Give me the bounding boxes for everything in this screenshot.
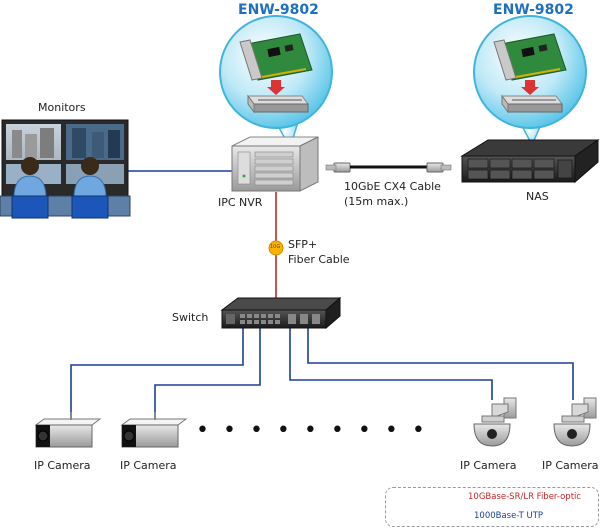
cx4-cable-label-line1: 10GbE CX4 Cable — [344, 180, 441, 193]
nic-bubble-left — [219, 15, 333, 150]
switch-label: Switch — [172, 311, 209, 324]
product-title-left: ENW-9802 — [238, 2, 319, 18]
legend-fiber-text: 10GBase-SR/LR Fiber-optic — [468, 492, 582, 502]
switch-camera1-link — [70, 328, 244, 420]
ipc-nvr-icon — [231, 136, 319, 192]
sfp-label-line1: SFP+ — [288, 238, 318, 251]
nic-card-icon-right — [493, 33, 567, 81]
switch-camera4-link — [307, 328, 574, 400]
ipc-nvr-label: IPC NVR — [218, 196, 263, 209]
switch-camera3-link — [289, 328, 493, 400]
sfp-label-line2: Fiber Cable — [288, 253, 350, 266]
legend-box — [385, 487, 599, 527]
switch-camera2-link — [154, 328, 261, 420]
box-camera-icon-1 — [34, 412, 102, 448]
nic-card-icon-left — [239, 33, 313, 81]
nas-label: NAS — [526, 190, 549, 203]
product-title-right: ENW-9802 — [493, 2, 574, 18]
camera-label-2: IP Camera — [120, 459, 177, 472]
sfp-badge-label: 10G — [270, 244, 281, 250]
monitor-wall-icon — [0, 119, 131, 219]
camera-label-4: IP Camera — [542, 459, 599, 472]
utp-links — [70, 170, 574, 420]
dome-camera-icon-3 — [473, 397, 517, 447]
cx4-cable-label-line2: (15m max.) — [344, 195, 409, 208]
box-camera-icon-2 — [120, 412, 188, 448]
camera-label-3: IP Camera — [460, 459, 517, 472]
nas-icon — [460, 139, 600, 184]
legend-utp-text: 1000Base-T UTP — [474, 511, 544, 521]
pci-slot-icon-right — [501, 94, 563, 114]
sfp-badge-icon — [268, 240, 284, 256]
cx4-cable — [325, 162, 452, 173]
operator-icon-right — [71, 157, 109, 219]
more-cameras-ellipsis: ••••••••• — [196, 418, 439, 443]
camera-label-1: IP Camera — [34, 459, 91, 472]
nic-bubble-right — [473, 15, 587, 147]
operator-icon-left — [11, 157, 49, 219]
pci-slot-icon-left — [247, 94, 309, 114]
dome-camera-icon-4 — [553, 397, 597, 447]
switch-icon — [220, 296, 342, 330]
monitors-label: Monitors — [38, 101, 86, 114]
